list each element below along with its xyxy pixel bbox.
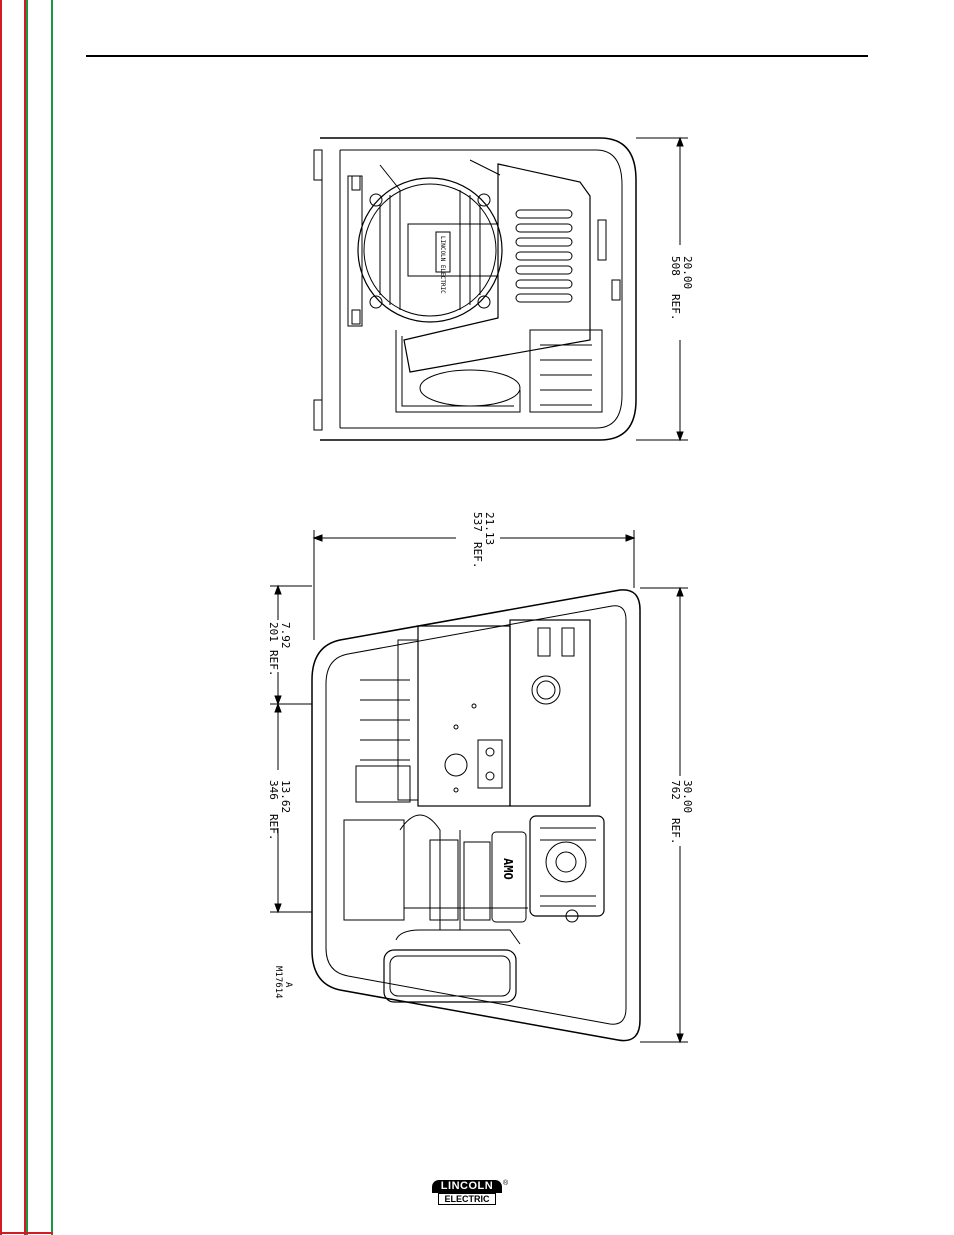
lower-dim: 13.62: [279, 780, 292, 813]
engine-grille: [540, 344, 592, 406]
sidebar-red-border: [0, 0, 26, 1235]
drawing-id: M17614: [273, 966, 283, 999]
logo-bottom: ELECTRIC: [438, 1193, 496, 1205]
lincoln-electric-logo: LINCOLN ELECTRIC ®: [432, 1180, 510, 1206]
engine-side-grille: [540, 827, 596, 907]
top-height-ref: REF.: [669, 294, 682, 321]
engine-brand: AMO: [501, 858, 515, 880]
upper-ref: REF.: [267, 650, 280, 677]
length-dim: 30.00: [681, 780, 694, 813]
top-height-mm: 508: [669, 256, 682, 276]
logo-top: LINCOLN: [432, 1180, 502, 1193]
upper-mm: 201: [267, 622, 280, 642]
top-height-dim: 20.00: [681, 256, 694, 289]
upper-dim: 7.92: [279, 622, 292, 649]
length-mm: 762: [669, 780, 682, 800]
revision-letter: A: [283, 982, 293, 988]
alternator-fins: [379, 190, 481, 310]
header-rule: [86, 55, 868, 57]
nameplate-text: LINCOLN ELECTRIC: [439, 236, 446, 294]
side-width-dim: 21.13: [483, 512, 496, 545]
side-width-mm: 537: [471, 512, 484, 532]
sidebar-green-rule: [26, 0, 28, 1235]
lower-mm: 346: [267, 780, 280, 800]
cover-vents: [515, 209, 573, 303]
side-width-ref: REF.: [471, 542, 484, 569]
side-view: [270, 530, 688, 1044]
lower-ref: REF.: [267, 814, 280, 841]
length-ref: REF.: [669, 818, 682, 845]
cooling-fins: [360, 679, 410, 761]
top-view: [313, 136, 688, 442]
sidebar-green-border: [26, 0, 53, 1235]
logo-registered-mark: ®: [503, 1180, 509, 1187]
sidebar-bottom-rule: [0, 1232, 53, 1234]
